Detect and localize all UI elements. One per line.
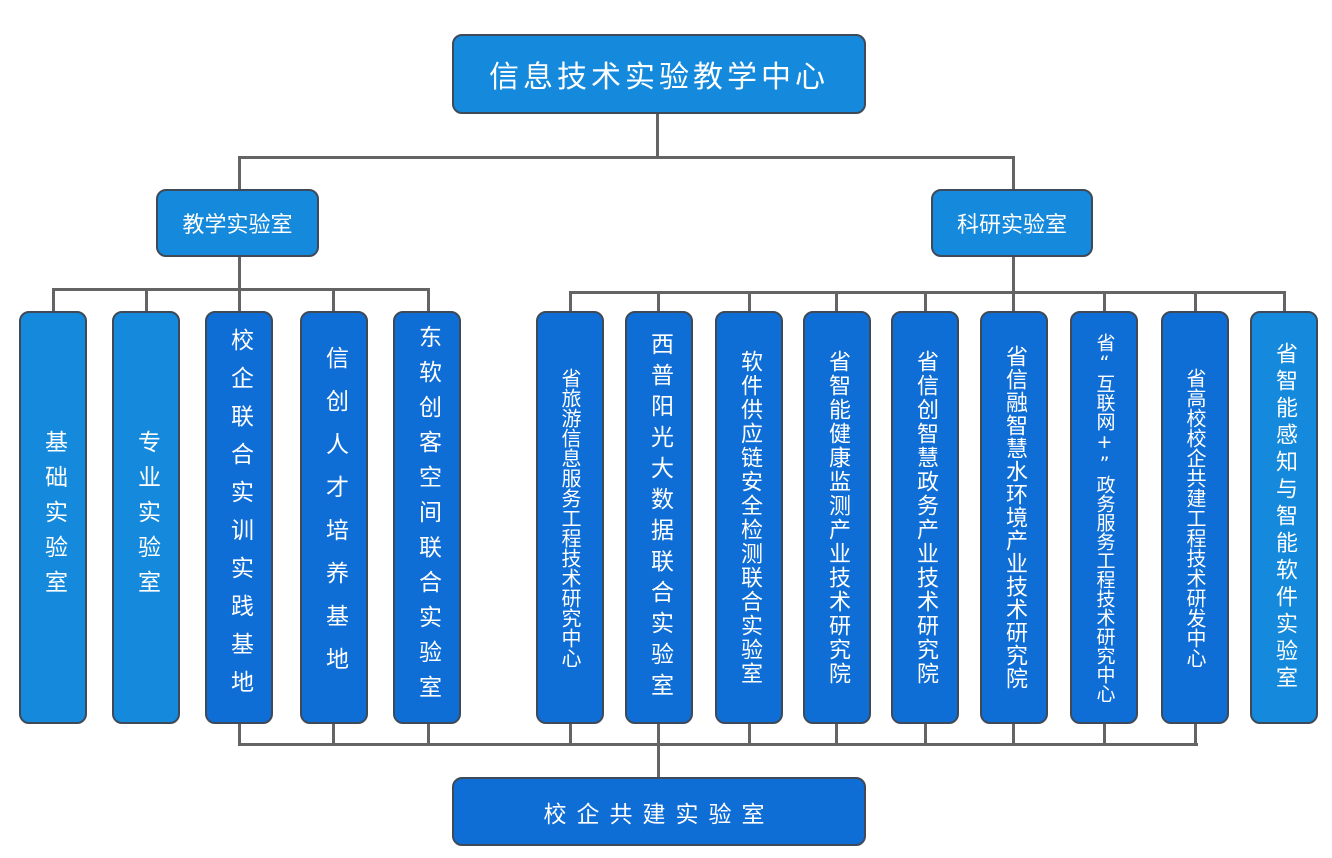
stub-down xyxy=(427,723,430,745)
stub-down xyxy=(835,723,838,745)
stub-up xyxy=(924,291,927,311)
research-lab-label: 科研实验室 xyxy=(956,213,1067,238)
leaf-label: 校企联合实训实践基地 xyxy=(226,327,253,708)
leaf-label: 省信创智慧政务产业技术研究院 xyxy=(913,349,938,686)
leaf-node: 省高校校企共建工程技术研发中心 xyxy=(1161,311,1229,724)
stub-up xyxy=(748,291,751,311)
stub-up xyxy=(569,291,572,311)
leaf-node: 省智能健康监测产业技术研究院 xyxy=(803,311,871,724)
leaf-node: 西普阳光大数据联合实验室 xyxy=(625,311,693,724)
leaf-label: 基础实验室 xyxy=(40,430,67,605)
leaf-label: 软件供应链安全检测联合实验室 xyxy=(737,349,762,686)
leaf-label: 省信融智慧水环境产业技术研究院 xyxy=(1002,345,1027,690)
leaf-label: 专业实验室 xyxy=(133,430,160,605)
leaf-node: 校企联合实训实践基地 xyxy=(205,311,273,724)
leaf-label: 省智能健康监测产业技术研究院 xyxy=(825,349,850,686)
stub-up xyxy=(657,291,660,311)
teaching-lab-label: 教学实验室 xyxy=(182,213,293,238)
stub-up xyxy=(238,288,241,311)
stub-up xyxy=(1283,291,1286,311)
bottom-node: 校企共建实验室 xyxy=(452,777,866,846)
connector-level1-bar xyxy=(238,156,1015,159)
connector-root-down xyxy=(656,113,659,158)
leaf-label: 西普阳光大数据联合实验室 xyxy=(646,331,673,704)
stub-down xyxy=(924,723,927,745)
stub-up xyxy=(1012,291,1015,311)
root-node-label: 信息技术实验教学中心 xyxy=(489,60,829,95)
leaf-node: 基础实验室 xyxy=(19,311,87,724)
stub-up xyxy=(1194,291,1197,311)
stub-down xyxy=(1103,723,1106,745)
leaf-label: 信创人才培养基地 xyxy=(321,345,348,690)
leaf-node: 软件供应链安全检测联合实验室 xyxy=(715,311,783,724)
stub-up xyxy=(332,288,335,311)
leaf-label: 省旅游信息服务工程技术研究中心 xyxy=(558,367,582,668)
root-node: 信息技术实验教学中心 xyxy=(452,34,866,114)
stub-up xyxy=(52,288,55,311)
leaf-label: 省智能感知与智能软件实验室 xyxy=(1272,342,1297,693)
teaching-lab-node: 教学实验室 xyxy=(156,189,319,257)
leaf-node: 省旅游信息服务工程技术研究中心 xyxy=(536,311,604,724)
leaf-node: 省信融智慧水环境产业技术研究院 xyxy=(980,311,1048,724)
stub-down xyxy=(748,723,751,745)
connector-to-teaching xyxy=(238,156,241,190)
connector-teaching-down xyxy=(238,256,241,290)
stub-up xyxy=(835,291,838,311)
stub-down xyxy=(332,723,335,745)
stub-down xyxy=(1194,723,1197,745)
connector-to-research xyxy=(1012,156,1015,190)
connector-research-down xyxy=(1012,256,1015,293)
leaf-node: 省信创智慧政务产业技术研究院 xyxy=(891,311,959,724)
stub-up xyxy=(145,288,148,311)
connector-teaching-bar xyxy=(52,288,430,291)
leaf-node: 信创人才培养基地 xyxy=(300,311,368,724)
stub-up xyxy=(1103,291,1106,311)
connector-bottom-bar xyxy=(238,743,1198,746)
stub-down xyxy=(238,723,241,745)
leaf-label: 省高校校企共建工程技术研发中心 xyxy=(1183,367,1207,668)
connector-research-bar xyxy=(569,291,1286,294)
leaf-node: 专业实验室 xyxy=(112,311,180,724)
leaf-label: 省“互联网+”政务服务工程技术研究中心 xyxy=(1093,332,1116,703)
stub-down xyxy=(1012,723,1015,745)
research-lab-node: 科研实验室 xyxy=(931,189,1093,257)
stub-up xyxy=(427,288,430,311)
leaf-node: 东软创客空间联合实验室 xyxy=(393,311,461,724)
stub-down xyxy=(569,723,572,745)
leaf-node: 省智能感知与智能软件实验室 xyxy=(1250,311,1318,724)
bottom-node-label: 校企共建实验室 xyxy=(543,801,775,828)
stub-down xyxy=(657,723,660,745)
connector-to-bottom xyxy=(657,743,660,778)
leaf-label: 东软创客空间联合实验室 xyxy=(414,325,441,710)
leaf-node: 省“互联网+”政务服务工程技术研究中心 xyxy=(1070,311,1138,724)
